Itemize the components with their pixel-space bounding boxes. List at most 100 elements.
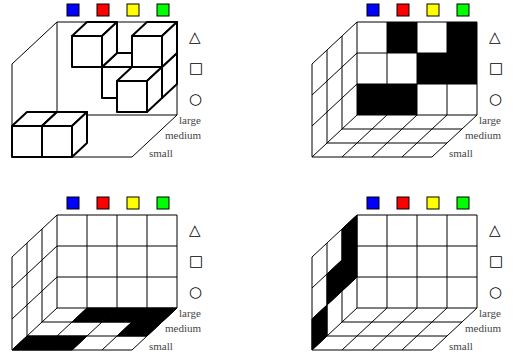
cube-face xyxy=(72,36,102,67)
grid-line xyxy=(477,215,478,308)
filled-cell xyxy=(447,53,477,84)
shape-symbol: □ xyxy=(489,254,503,269)
grid-line xyxy=(342,36,343,129)
shape-symbol: △ xyxy=(189,223,201,238)
shape-symbol: △ xyxy=(489,223,501,238)
color-swatch xyxy=(427,4,439,16)
grid-line xyxy=(57,22,58,115)
filled-cell xyxy=(117,322,162,336)
size-label: large xyxy=(479,308,501,319)
color-swatch xyxy=(67,4,79,16)
size-label: small xyxy=(449,341,473,352)
size-label: medium xyxy=(165,130,201,141)
grid-line xyxy=(27,336,147,337)
grid-line xyxy=(312,308,357,350)
grid-line xyxy=(102,308,147,350)
shape-symbol: □ xyxy=(489,61,503,76)
grid-line xyxy=(342,322,462,323)
grid-line xyxy=(12,257,13,350)
size-label: large xyxy=(179,308,201,319)
grid-line xyxy=(387,215,388,308)
grid-line xyxy=(357,22,358,115)
color-swatch xyxy=(127,197,139,209)
grid-line xyxy=(327,50,328,143)
grid-line xyxy=(312,215,357,257)
grid-line xyxy=(87,215,88,308)
grid-line xyxy=(312,246,357,288)
color-swatch xyxy=(97,4,109,16)
size-label: large xyxy=(179,115,201,126)
filled-cell xyxy=(447,22,477,53)
grid-line xyxy=(12,215,57,257)
grid-line xyxy=(327,143,447,144)
grid-line xyxy=(357,53,477,54)
grid-line xyxy=(417,215,418,308)
grid-line xyxy=(402,308,447,350)
grid-line xyxy=(342,129,462,130)
grid-line xyxy=(417,22,418,115)
grid-line xyxy=(357,246,477,247)
grid-line xyxy=(372,308,417,350)
color-swatch xyxy=(157,197,169,209)
grid-line xyxy=(357,215,358,308)
cube-face xyxy=(42,126,72,157)
grid-line xyxy=(387,22,388,115)
grid-line xyxy=(177,215,178,308)
shape-symbol: △ xyxy=(189,30,201,45)
grid-line xyxy=(12,308,57,350)
cube-face xyxy=(132,36,162,67)
grid-line xyxy=(57,215,58,308)
grid-line xyxy=(42,229,43,322)
grid-line xyxy=(147,215,148,308)
grid-line xyxy=(327,243,328,336)
cube-face xyxy=(12,126,42,157)
cube-face xyxy=(117,81,147,112)
size-label: small xyxy=(449,148,473,159)
grid-line xyxy=(312,64,313,157)
grid-line xyxy=(357,277,477,278)
cube-face xyxy=(72,112,87,157)
shape-symbol: □ xyxy=(189,61,203,76)
filled-cell xyxy=(417,53,447,84)
size-label: medium xyxy=(165,323,201,334)
grid-line xyxy=(447,215,448,308)
grid-line xyxy=(342,229,343,322)
color-swatch xyxy=(427,197,439,209)
color-swatch xyxy=(397,197,409,209)
grid-line xyxy=(447,22,448,115)
grid-line xyxy=(357,84,477,85)
color-swatch xyxy=(367,4,379,16)
color-swatch xyxy=(97,197,109,209)
grid-line xyxy=(117,215,118,308)
grid-line xyxy=(57,277,177,278)
size-label: large xyxy=(479,115,501,126)
color-swatch xyxy=(457,197,469,209)
grid-line xyxy=(42,308,87,350)
size-label: medium xyxy=(465,323,501,334)
size-label: small xyxy=(149,148,173,159)
filled-cell xyxy=(357,84,387,115)
size-label: small xyxy=(149,341,173,352)
grid-line xyxy=(57,246,177,247)
color-swatch xyxy=(127,4,139,16)
grid-line xyxy=(42,322,162,323)
shape-symbol: ○ xyxy=(189,285,202,300)
grid-line xyxy=(312,115,357,157)
grid-line xyxy=(12,22,57,64)
grid-line xyxy=(402,115,447,157)
grid-line xyxy=(342,115,387,157)
grid-line xyxy=(312,257,313,350)
grid-line xyxy=(327,336,447,337)
grid-line xyxy=(27,243,28,336)
filled-cell xyxy=(387,84,417,115)
grid-line xyxy=(477,22,478,115)
color-swatch xyxy=(367,197,379,209)
shape-symbol: ○ xyxy=(489,285,502,300)
filled-cell xyxy=(132,308,177,322)
color-swatch xyxy=(157,4,169,16)
grid-line xyxy=(12,246,57,288)
color-swatch xyxy=(67,197,79,209)
shape-symbol: △ xyxy=(489,30,501,45)
shape-symbol: ○ xyxy=(189,92,202,107)
